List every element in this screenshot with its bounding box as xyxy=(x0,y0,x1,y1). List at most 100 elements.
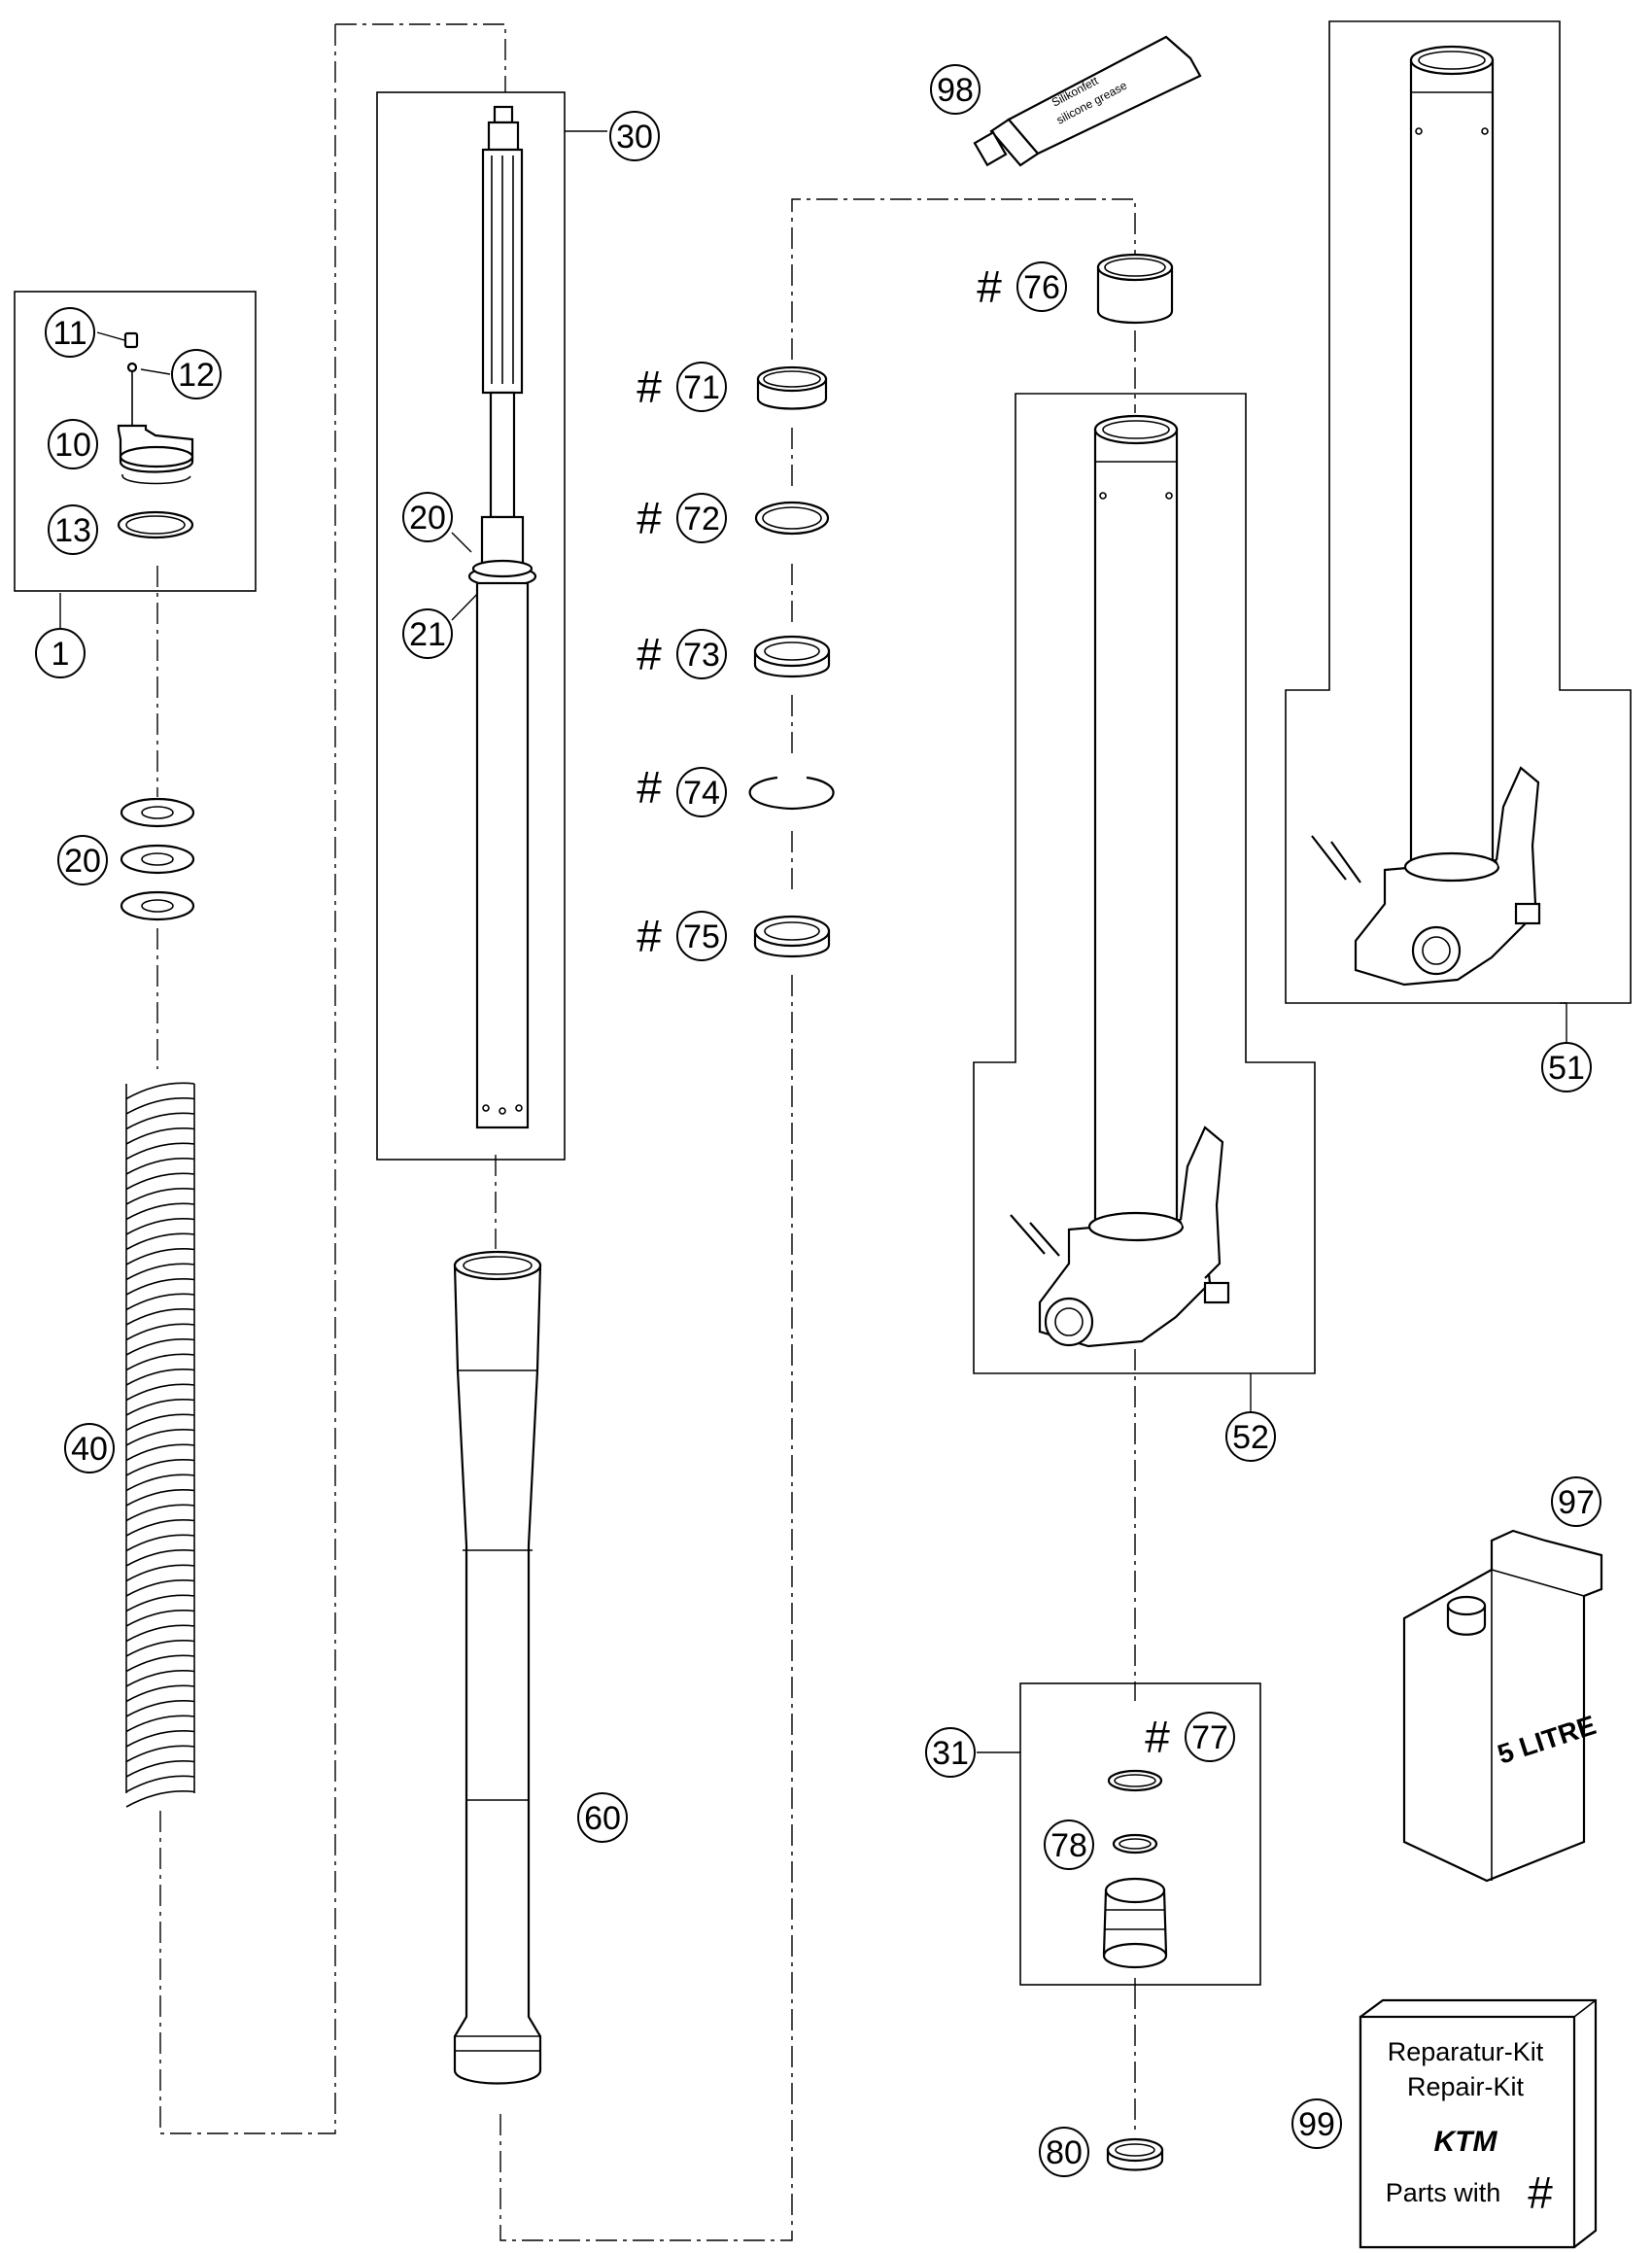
base-valve-31 xyxy=(1102,1769,1168,1969)
o-ring-77 xyxy=(1107,1769,1163,1792)
bushings-seals xyxy=(748,365,835,958)
ktm-logo: KTM xyxy=(1434,2126,1498,2158)
repair-kit-99: Reparatur-Kit Repair-Kit KTM Parts with … xyxy=(1359,1998,1598,2249)
callout-circle xyxy=(48,504,98,555)
callout-c77: 77 xyxy=(1185,1712,1235,1762)
callout-c60: 60 xyxy=(577,1792,628,1843)
callout-circle xyxy=(676,911,727,961)
box-kit-1 xyxy=(14,291,257,592)
repair-kit-line3: Parts with xyxy=(1386,2178,1501,2207)
outer-tube-60 xyxy=(453,1250,542,2085)
callout-c51: 51 xyxy=(1541,1042,1592,1092)
repair-kit-line2: Repair-Kit xyxy=(1407,2072,1525,2101)
callout-circle xyxy=(402,492,453,542)
callout-circle xyxy=(1185,1712,1235,1762)
bushing-76 xyxy=(1096,253,1174,325)
repair-kit-line1: Reparatur-Kit xyxy=(1388,2037,1544,2066)
callout-c98: 98 xyxy=(930,64,981,115)
callout-c11: 11 xyxy=(45,307,95,358)
callout-number: 77 xyxy=(1191,1719,1228,1756)
callout-number: 72 xyxy=(683,501,720,537)
callout-number: 31 xyxy=(932,1735,969,1772)
callout-circle xyxy=(609,111,660,161)
callout-circle xyxy=(676,493,727,543)
callout-number: 11 xyxy=(52,315,86,352)
callout-circle xyxy=(925,1727,976,1778)
shim-washers-20 xyxy=(120,797,195,921)
callout-circle xyxy=(1541,1042,1592,1092)
cartridge-30 xyxy=(467,105,537,1129)
callout-number: 78 xyxy=(1050,1827,1087,1864)
callout-number: 60 xyxy=(584,1800,621,1837)
hash-mark-h74: # xyxy=(637,762,662,813)
callout-c30: 30 xyxy=(609,111,660,161)
callout-number: 98 xyxy=(937,72,974,109)
inner-tube-51 xyxy=(1311,45,1541,987)
callout-circle xyxy=(45,307,95,358)
hash-mark-h77: # xyxy=(1145,1712,1170,1762)
callout-circle xyxy=(402,608,453,659)
callout-number: 51 xyxy=(1548,1050,1585,1087)
hash-mark-h75: # xyxy=(637,911,662,961)
callout-circle xyxy=(1291,2098,1342,2149)
box-kit-51 xyxy=(1285,20,1632,1004)
callout-c52: 52 xyxy=(1225,1411,1276,1462)
callout-c97: 97 xyxy=(1551,1476,1601,1527)
callout-c78: 78 xyxy=(1044,1820,1094,1870)
hash-mark-h73: # xyxy=(637,629,662,679)
callout-circle xyxy=(1039,2127,1089,2177)
callout-c10: 10 xyxy=(48,419,98,469)
callout-c12: 12 xyxy=(171,349,222,399)
hash-mark-h71: # xyxy=(637,362,662,412)
callout-number: 13 xyxy=(54,512,91,549)
o-ring-78 xyxy=(1112,1833,1158,1854)
callout-number: 20 xyxy=(64,843,101,880)
callout-c21: 21 xyxy=(402,608,453,659)
callout-number: 40 xyxy=(71,1431,108,1468)
kit-boxes xyxy=(14,20,1632,1986)
callout-layer: 1 10 11 12 13 20 20 21 30 31 40 51 52 60 71 72 73 74 75 76 7… xyxy=(35,64,1601,2177)
callout-number: 99 xyxy=(1298,2106,1335,2143)
callout-c99: 99 xyxy=(1291,2098,1342,2149)
callout-number: 71 xyxy=(683,369,720,406)
callout-number: 1 xyxy=(52,636,70,673)
callout-circle xyxy=(676,362,727,412)
callout-c31: 31 xyxy=(925,1727,976,1778)
callout-c74: 74 xyxy=(676,767,727,817)
callout-c20b: 20 xyxy=(402,492,453,542)
box-kit-52 xyxy=(973,393,1316,1374)
callout-c1: 1 xyxy=(35,628,86,678)
callout-circle xyxy=(676,767,727,817)
callout-circle xyxy=(1016,261,1067,312)
fork-cap-assembly xyxy=(117,331,194,539)
hash-layer: ####### xyxy=(637,261,1170,1762)
callout-circle xyxy=(171,349,222,399)
grease-tube-98: Silikonfett silicone grease xyxy=(973,35,1202,167)
callout-c20a: 20 xyxy=(57,835,108,885)
callout-number: 30 xyxy=(616,119,653,156)
callout-number: 80 xyxy=(1046,2134,1083,2171)
callout-number: 76 xyxy=(1023,269,1060,306)
callout-c13: 13 xyxy=(48,504,98,555)
leader-lines xyxy=(59,130,1567,1753)
oil-can-97: 5 LITRE xyxy=(1402,1529,1603,1883)
callout-circle xyxy=(48,419,98,469)
inner-tube-52 xyxy=(1010,414,1230,1348)
callout-c72: 72 xyxy=(676,493,727,543)
callout-circle xyxy=(64,1423,115,1473)
callout-c75: 75 xyxy=(676,911,727,961)
callout-circle xyxy=(35,628,86,678)
repair-kit-hash: # xyxy=(1528,2167,1553,2218)
callout-number: 10 xyxy=(54,427,91,464)
callout-c76: 76 xyxy=(1016,261,1067,312)
callout-number: 74 xyxy=(683,775,720,812)
callout-c73: 73 xyxy=(676,629,727,679)
callout-circle xyxy=(1225,1411,1276,1462)
callout-circle xyxy=(930,64,981,115)
callout-circle xyxy=(577,1792,628,1843)
callout-number: 21 xyxy=(409,616,446,653)
fork-spring-40 xyxy=(125,1079,195,1808)
callout-circle xyxy=(676,629,727,679)
callout-number: 97 xyxy=(1558,1484,1595,1521)
